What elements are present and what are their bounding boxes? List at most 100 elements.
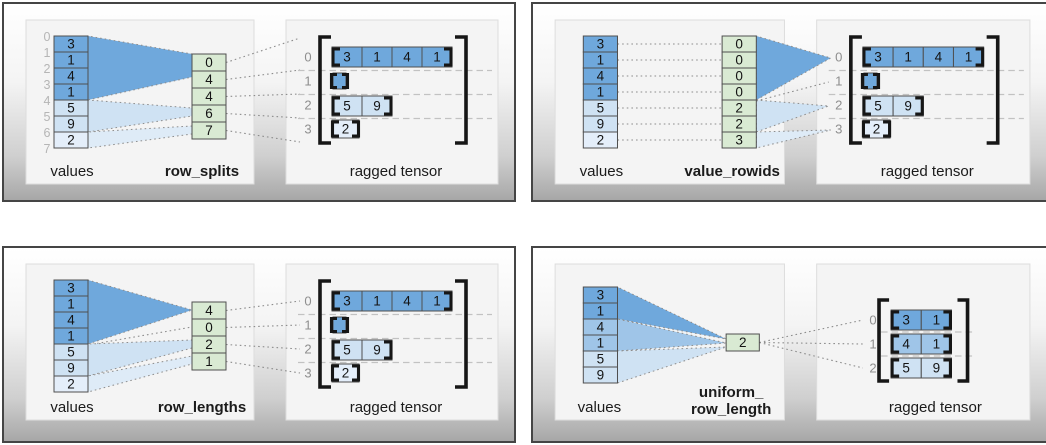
op-cell-text: 4 xyxy=(205,72,213,87)
tensor-row: 2 xyxy=(330,363,361,383)
tensor-row: 3 1 xyxy=(890,309,953,331)
value-cell xyxy=(582,366,618,384)
values-caption: values xyxy=(578,399,622,416)
op-cell-text: 4 xyxy=(205,303,213,318)
op-cell xyxy=(721,131,757,149)
tensor-cell-text: 9 xyxy=(373,99,381,114)
row-bracket-icon xyxy=(444,47,453,67)
value-cell-text: 9 xyxy=(67,117,75,132)
op-cell-text: 0 xyxy=(735,85,743,100)
row-bracket-icon xyxy=(329,316,337,334)
row-bracket-icon xyxy=(352,120,361,138)
tensor-cell-text: 4 xyxy=(902,337,910,352)
row-index-label: 1 xyxy=(304,74,311,89)
tensor-row: 5 9 xyxy=(890,357,953,379)
value-cell-text: 1 xyxy=(67,329,75,344)
tensor-row: 2 xyxy=(330,119,361,139)
row-bracket-icon xyxy=(352,364,361,382)
value-cell-text: 4 xyxy=(597,320,605,335)
op-caption: row_lengths xyxy=(158,399,246,416)
op-caption: row_splits xyxy=(165,163,239,180)
tensor-cell-text: 2 xyxy=(873,122,881,137)
op-cell-text: 3 xyxy=(735,133,743,148)
op-cell xyxy=(725,333,760,352)
row-separators xyxy=(881,331,976,357)
op-caption-line1: uniform_ xyxy=(699,384,764,401)
row-bracket-icon xyxy=(861,120,870,138)
op-cell-text: 0 xyxy=(205,320,213,335)
tensor-caption: ragged tensor xyxy=(881,163,974,180)
index-label: 5 xyxy=(44,110,51,124)
value-cell-text: 1 xyxy=(597,304,605,319)
tensor-caption: ragged tensor xyxy=(350,399,443,416)
value-cell-text: 1 xyxy=(67,297,75,312)
op-column: 0 0 0 0 2 2 3 xyxy=(721,35,757,149)
row-bracket-icon xyxy=(943,334,953,354)
op-to-tensor-connectors xyxy=(225,300,301,374)
row-index-label: 2 xyxy=(835,98,842,113)
op-cell-text: 2 xyxy=(739,335,747,350)
index-label: 4 xyxy=(44,94,51,108)
op-cell-text: 6 xyxy=(205,106,213,121)
tensor-cell-text: 4 xyxy=(935,50,943,65)
tensor-caption: ragged tensor xyxy=(350,163,443,180)
value-cell xyxy=(53,375,89,393)
op-column: 0 4 4 6 7 xyxy=(191,53,227,140)
values-caption: values xyxy=(50,163,93,180)
op-caption-line2: row_length xyxy=(691,401,771,418)
tensor-row-empty xyxy=(860,72,881,90)
value-cell-text: 9 xyxy=(597,368,605,383)
op-to-tensor-connectors xyxy=(759,319,864,369)
value-cell-text: 3 xyxy=(67,281,75,296)
op-cell xyxy=(191,352,227,371)
row-bracket-icon xyxy=(331,47,340,67)
row-bracket-icon xyxy=(872,72,881,90)
tensor-cell-text: 3 xyxy=(874,50,882,65)
value-cell-text: 1 xyxy=(597,336,605,351)
op-to-tensor-connectors xyxy=(225,37,301,143)
value-cell-text: 3 xyxy=(597,37,605,52)
value-cell-text: 5 xyxy=(597,101,605,116)
row-separators xyxy=(298,313,492,364)
value-cell-text: 5 xyxy=(67,345,75,360)
ragged-tensor: 0 1 2 3 1 4 1 5 xyxy=(869,298,970,383)
op-cell xyxy=(191,121,227,140)
row-index-label: 0 xyxy=(835,50,842,65)
value-cell-text: 4 xyxy=(67,313,75,328)
row-bracket-icon xyxy=(331,96,340,116)
tensor-cell-text: 9 xyxy=(373,343,381,358)
tensor-cell-text: 1 xyxy=(373,294,381,309)
value-cell-text: 1 xyxy=(597,85,605,100)
op-column: 4 0 2 1 xyxy=(191,301,227,371)
value-cell-text: 5 xyxy=(597,352,605,367)
row-index-label: 1 xyxy=(304,318,311,333)
op-cell-text: 7 xyxy=(205,123,213,138)
row-bracket-icon xyxy=(975,47,985,67)
outer-bracket-right-icon xyxy=(986,35,1000,145)
outer-bracket-left-icon xyxy=(318,279,331,389)
values-column: 3 1 4 1 5 9 2 xyxy=(53,279,89,393)
row-index-label: 3 xyxy=(304,366,311,381)
tensor-cell-text: 3 xyxy=(343,50,351,65)
row-bracket-icon xyxy=(330,364,339,382)
value-cell-text: 1 xyxy=(67,85,75,100)
tensor-row: 2 xyxy=(861,119,892,139)
panel-row-lengths: 3 1 4 1 5 9 2 4 0 2 1 0 1 2 3 xyxy=(2,246,516,443)
outer-bracket-right-icon xyxy=(455,35,468,145)
row-index-label: 1 xyxy=(835,74,842,89)
index-label: 6 xyxy=(44,126,51,140)
row-bracket-icon xyxy=(342,72,350,90)
values-column: 3 1 4 1 5 9 2 0 1 2 3 4 5 6 7 xyxy=(44,30,89,156)
row-bracket-icon xyxy=(883,120,892,138)
value-cell-text: 3 xyxy=(67,37,75,52)
row-bracket-icon xyxy=(943,358,953,378)
panel-row-splits: 3 1 4 1 5 9 2 0 1 2 3 4 5 6 7 0 4 4 6 7 xyxy=(2,2,516,202)
tensor-cell-text: 4 xyxy=(403,294,411,309)
value-cell-text: 3 xyxy=(597,288,605,303)
ragged-tensor: 0 1 2 3 3 1 4 1 xyxy=(304,35,468,145)
op-column: 2 xyxy=(725,333,760,352)
value-cell-text: 4 xyxy=(67,69,75,84)
outer-bracket-left-icon xyxy=(877,298,890,383)
value-cell-text: 2 xyxy=(67,377,75,392)
